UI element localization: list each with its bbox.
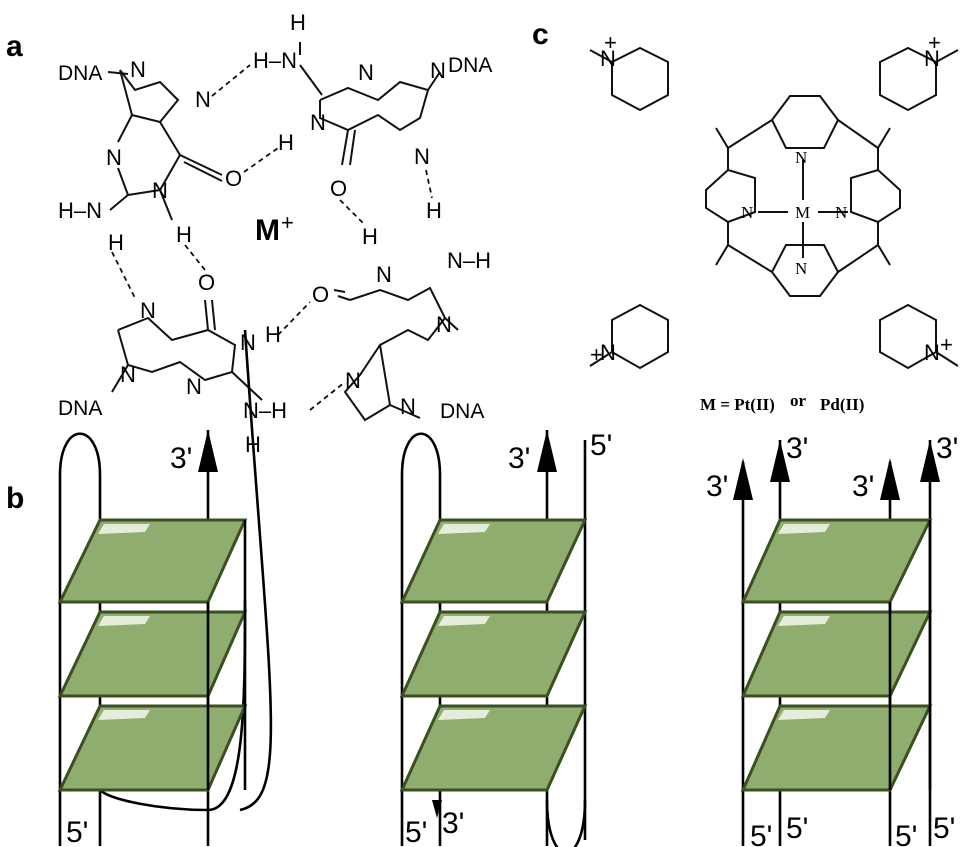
g-tetrad: [740, 704, 933, 792]
atom-n: N: [240, 330, 256, 355]
strand-end-5prime: 5': [933, 812, 955, 845]
atom-n: N: [376, 262, 392, 287]
pyridinium-charge: +: [928, 30, 941, 55]
panel-a: a DNA N N N O N H–N H H: [6, 10, 492, 457]
quadruplex-topology-1: 3' 5': [57, 329, 273, 847]
arrowhead: [432, 800, 442, 818]
strand-end-5prime: 5': [405, 816, 427, 847]
pyridinium-n: N: [600, 340, 616, 365]
strand-end-5prime: 5': [750, 820, 772, 847]
dna-label-2: DNA: [448, 54, 492, 77]
atom-n: N: [106, 145, 122, 170]
atom-h: H: [362, 224, 378, 249]
atom-h: H: [108, 230, 124, 255]
atom-h: H: [176, 222, 192, 247]
strand-end-5prime: 5': [590, 429, 612, 462]
strand-end-3prime: 3': [170, 442, 192, 475]
atom-o: O: [330, 176, 347, 201]
arrowhead: [537, 430, 557, 472]
dna-label-3: DNA: [58, 397, 102, 420]
metal-caption-or: or: [790, 391, 807, 410]
atom-n: N: [186, 374, 202, 399]
atom-n: N: [414, 144, 430, 169]
atom-n: N: [741, 203, 753, 222]
pyridinium-n: N: [924, 340, 940, 365]
atom-h: H: [265, 322, 281, 347]
g-tetrad: [740, 610, 933, 698]
guanine-bottom-right: [333, 286, 459, 422]
dna-label-4: DNA: [440, 400, 484, 423]
arrowhead: [198, 430, 218, 472]
arrowhead: [770, 440, 790, 482]
arrowhead: [920, 440, 940, 482]
atom-n: N: [795, 259, 807, 278]
atom-n: N: [130, 57, 146, 82]
atom-o: O: [198, 270, 215, 295]
strand-end-5prime: 5': [66, 816, 88, 847]
strand-end-3prime: 3': [936, 432, 958, 465]
g-tetrad: [740, 518, 933, 604]
porphyrin-core: [705, 95, 901, 297]
dna-label-1: DNA: [58, 62, 102, 85]
atom-n: N: [140, 298, 156, 323]
pyridinium-charge: +: [940, 332, 953, 357]
atom-n: N: [795, 148, 807, 167]
metal-center: M: [795, 203, 810, 222]
atom-n: N: [436, 312, 452, 337]
pyridinium-charge: +: [590, 342, 603, 367]
metal-caption-right: Pd(II): [820, 395, 864, 414]
atom-h: H: [278, 130, 294, 155]
atom-n: N: [835, 203, 847, 222]
panel-c: c: [532, 18, 959, 414]
arrowhead: [880, 458, 900, 500]
atom-n: N: [195, 87, 211, 112]
strand-end-5prime: 5': [895, 820, 917, 847]
strand-end-3prime: 3': [442, 807, 464, 840]
strand-end-3prime: 3': [706, 470, 728, 503]
panel-b: b 3' 5': [6, 329, 958, 847]
strand-end-3prime: 3': [786, 432, 808, 465]
g-tetrad: [57, 610, 248, 698]
g-tetrad: [399, 518, 588, 604]
strand-end-3prime: 3': [508, 442, 530, 475]
pyridinium-rings: [589, 46, 959, 370]
strand-end-3prime: 3': [852, 470, 874, 503]
atom-n: N: [430, 58, 446, 83]
atom-h: H: [426, 198, 442, 223]
pyridinium-n: N: [600, 46, 616, 71]
g-tetrad: [399, 704, 588, 792]
strand-end-5prime: 5': [786, 812, 808, 845]
metal-ion-charge: +: [281, 210, 294, 235]
pyridinium-n: N: [924, 46, 940, 71]
metal-ion-label: M: [255, 214, 280, 247]
atom-h-n: H–N: [58, 198, 102, 223]
atom-h-n: H–N: [253, 48, 297, 73]
guanine-bottom-left: [111, 299, 263, 401]
panel-label-a: a: [6, 30, 23, 63]
arrowhead: [733, 458, 753, 500]
atom-n-h: N–H: [447, 248, 491, 273]
hydrogen-bonds: [111, 64, 433, 411]
atom-o: O: [225, 166, 242, 191]
quadruplex-topology-2: 3' 5' 5' 3': [399, 429, 612, 847]
atom-n: N: [310, 110, 326, 135]
pyridinium-charge: +: [604, 30, 617, 55]
atom-n: N: [358, 60, 374, 85]
panel-label-b: b: [6, 482, 24, 515]
guanine-top-left: [107, 69, 223, 221]
guanine-top-right: [299, 42, 441, 166]
quadruplex-topology-3: 3' 3' 3' 3' 5' 5' 5' 5': [706, 432, 958, 847]
atom-n: N: [152, 178, 168, 203]
metal-caption-left: M = Pt(II): [700, 395, 775, 414]
panel-label-c: c: [532, 18, 549, 51]
atom-o: O: [312, 282, 329, 307]
atom-h: H: [290, 10, 306, 35]
atom-n: N: [120, 362, 136, 387]
g-tetrad: [57, 518, 248, 604]
atom-n: N: [345, 368, 361, 393]
atom-n: N: [400, 394, 416, 419]
g-tetrad: [57, 704, 248, 792]
g-tetrad: [399, 610, 588, 698]
